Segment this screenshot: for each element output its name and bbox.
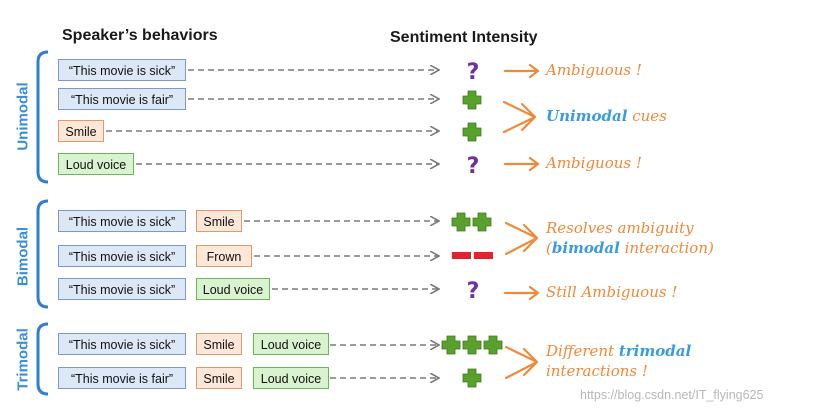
result-different: Different: [546, 342, 619, 360]
utterance-box: “This movie is sick”: [58, 333, 186, 355]
question-icon: ?: [467, 154, 480, 179]
question-icon: ?: [467, 60, 480, 85]
result-unimodal-cues: Unimodal cues: [546, 107, 667, 125]
utterance-box: “This movie is sick”: [58, 245, 186, 267]
minus-icon: [452, 252, 471, 259]
plus-icon: [441, 335, 461, 355]
bracket-unimodal: [36, 50, 49, 184]
utterance-box: “This movie is fair”: [58, 367, 186, 389]
utterance-box: “This movie is sick”: [58, 59, 186, 81]
voice-box: Loud voice: [58, 153, 134, 175]
watermark: https://blog.csdn.net/IT_flying625: [580, 388, 764, 402]
result-interactions: interactions !: [546, 362, 648, 380]
plus-icon: [462, 90, 482, 110]
gesture-box: Frown: [196, 245, 252, 267]
result-arrow: [503, 156, 540, 172]
question-icon: ?: [467, 279, 480, 304]
result-merge-arrow: [504, 345, 539, 380]
plus-icon: [483, 335, 503, 355]
result-resolves: Resolves ambiguity: [546, 219, 694, 237]
intensity-header: Sentiment Intensity: [390, 29, 538, 46]
result-arrow: [503, 285, 540, 301]
result-different-trimodal: Different trimodal: [546, 342, 691, 360]
result-interaction-close: interaction): [619, 239, 714, 257]
result-still-ambiguous: Still Ambiguous !: [546, 283, 678, 301]
plus-icon: [462, 335, 482, 355]
result-bimodal-interaction: (bimodal interaction): [546, 239, 714, 257]
result-unimodal-word: Unimodal: [546, 107, 628, 125]
behaviors-header: Speaker’s behaviors: [62, 27, 218, 44]
result-ambiguous: Ambiguous !: [546, 154, 642, 172]
utterance-box: “This movie is sick”: [58, 210, 186, 232]
voice-box: Loud voice: [253, 367, 329, 389]
utterance-box: “This movie is fair”: [58, 88, 186, 110]
result-bimodal-word: bimodal: [551, 239, 620, 257]
result-ambiguous: Ambiguous !: [546, 61, 642, 79]
voice-box: Loud voice: [253, 333, 329, 355]
result-cues: cues: [627, 107, 667, 125]
result-arrow: [503, 63, 540, 79]
gesture-box: Smile: [196, 367, 242, 389]
result-merge-arrow: [504, 221, 539, 256]
result-merge-arrow: [502, 100, 537, 134]
result-trimodal-word: trimodal: [618, 342, 692, 360]
plus-icon: [462, 368, 482, 388]
minus-icon: [474, 252, 493, 259]
plus-icon: [462, 122, 482, 142]
bracket-trimodal: [36, 322, 49, 396]
gesture-box: Smile: [196, 333, 242, 355]
bracket-bimodal: [36, 199, 49, 309]
result-paren-open: (: [546, 239, 552, 257]
utterance-box: “This movie is sick”: [58, 278, 186, 300]
plus-icon: [472, 212, 492, 232]
gesture-box: Smile: [196, 210, 242, 232]
voice-box: Loud voice: [196, 278, 270, 300]
plus-icon: [451, 212, 471, 232]
gesture-box: Smile: [58, 120, 104, 142]
